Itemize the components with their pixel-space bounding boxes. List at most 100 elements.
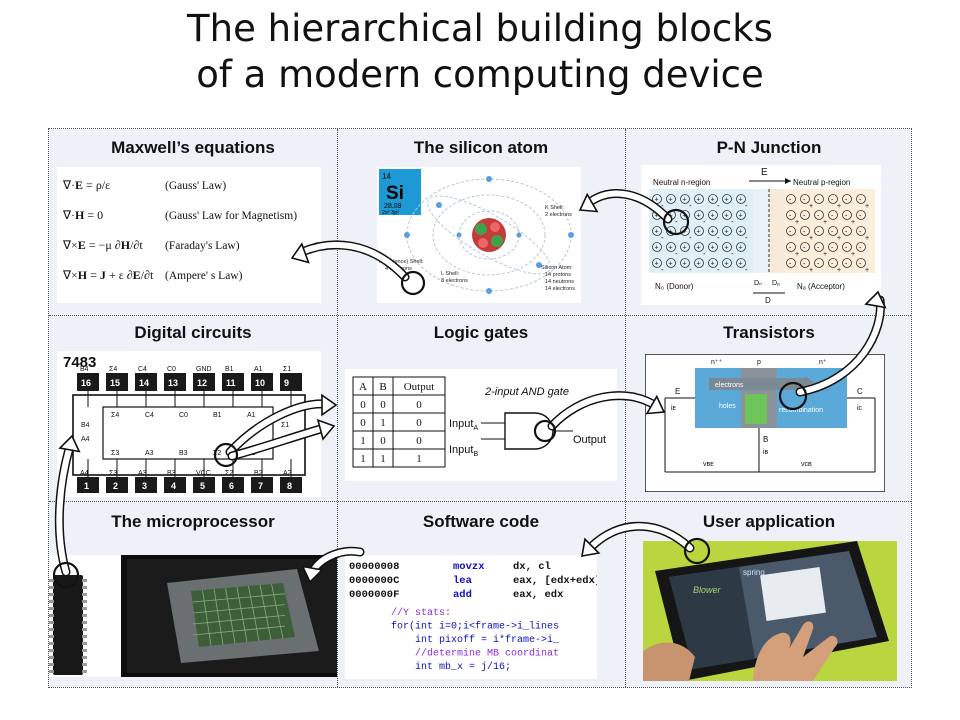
- donor-charge: +: [711, 261, 715, 268]
- donor-charge: +: [683, 229, 687, 236]
- acceptor-charge: -: [845, 229, 848, 236]
- free-hole: +: [837, 267, 841, 274]
- title-line-2: of a modern computing device: [196, 53, 764, 96]
- donor-charge: +: [739, 245, 743, 252]
- chip-pin-top: [280, 373, 302, 391]
- code-line: //determine MB coordinat: [391, 648, 559, 660]
- acceptor-ion: [786, 194, 796, 204]
- chip-pin-top-number: 12: [197, 378, 207, 388]
- acceptor-ion: [856, 242, 866, 252]
- gate-title: 2-input AND gate: [484, 386, 569, 398]
- truth-table-header: Output: [404, 381, 435, 393]
- acceptor-charge: -: [831, 245, 834, 252]
- depletion-n: [753, 189, 769, 273]
- chip-pin-top: [77, 373, 99, 391]
- eq-gauss: ∇·E = ρ/ε: [62, 178, 110, 192]
- donor-charge: +: [739, 261, 743, 268]
- truth-table-cell: 1: [380, 453, 386, 465]
- dip-leg: [82, 635, 87, 638]
- donor-ion: [680, 194, 690, 204]
- acceptor-charge: -: [817, 229, 820, 236]
- donor-charge: +: [725, 213, 729, 220]
- chip-pin-top-signal: B4: [80, 366, 89, 373]
- recombination-zone: [745, 394, 767, 424]
- acceptor-charge: -: [817, 197, 820, 204]
- acceptor-charge: -: [845, 197, 848, 204]
- chip-inner-top-signal: A1: [247, 412, 256, 419]
- chip-inner-bottom-signal: B2: [247, 450, 256, 457]
- ie-label: iᴇ: [671, 405, 677, 412]
- code-line: for(int i=0;i<frame->i_lines: [391, 621, 559, 633]
- dip-leg: [49, 586, 54, 589]
- asm-address: 0000000C: [349, 575, 400, 587]
- electrons: [404, 176, 574, 294]
- dn-label: Dₙ: [754, 280, 762, 287]
- donor-ion: [652, 242, 662, 252]
- law-faraday: (Faraday's Law): [165, 240, 240, 252]
- free-hole: +: [823, 219, 827, 226]
- atom-info-neutrons: 14 neutrons: [545, 279, 574, 285]
- chip-pin-top: [106, 373, 128, 391]
- chip-inner-bottom-signal: Σ2: [213, 450, 221, 457]
- asm-operands: dx, cl: [513, 561, 551, 573]
- silicon-atom-panel: 14 Si 28.09 2s² 3p²: [377, 167, 581, 303]
- acceptor-ion: [828, 210, 838, 220]
- law-gauss-magnetism: (Gauss' Law for Magnetism): [165, 210, 297, 222]
- label-user-application: User application: [702, 512, 836, 531]
- chip-pin-bottom-number: 3: [142, 481, 147, 491]
- chip-pin-top-signal: Σ1: [283, 366, 291, 373]
- donor-charge: +: [697, 261, 701, 268]
- dip-leg: [49, 593, 54, 596]
- dip-leg: [82, 656, 87, 659]
- slide-title: The hierarchical building blocks of a mo…: [0, 6, 960, 98]
- app-screen-text: spring: [743, 568, 765, 577]
- acceptor-charge: -: [789, 213, 792, 220]
- label-silicon-atom: The silicon atom: [413, 138, 549, 157]
- p-region: [785, 189, 875, 273]
- eq-gauss-magnetism: ∇·H = 0: [62, 208, 103, 222]
- truth-table-header: B: [379, 381, 386, 393]
- chip-pin-top-number: 13: [168, 378, 178, 388]
- donor-label: N₀ (Donor): [655, 282, 694, 291]
- acceptor-ion: [786, 210, 796, 220]
- acceptor-charge: -: [789, 229, 792, 236]
- donor-ion: [736, 226, 746, 236]
- chip-inner-top-signal: C0: [179, 412, 188, 419]
- chip-inner-left-signal: A4: [81, 436, 90, 443]
- app-window: [760, 567, 826, 621]
- donor-charge: +: [711, 197, 715, 204]
- donor-charge: +: [655, 229, 659, 236]
- donor-ion: [736, 210, 746, 220]
- donor-charge: +: [697, 197, 701, 204]
- donor-ion: [708, 210, 718, 220]
- chip-pin-bottom-signal: Σ3: [109, 470, 117, 477]
- dip-leg: [49, 649, 54, 652]
- chip-pin-top: [193, 373, 215, 391]
- chip-inner-bottom-signal: Σ3: [111, 450, 119, 457]
- dip-leg: [49, 670, 54, 673]
- acceptor-ion: [828, 242, 838, 252]
- donor-charge: +: [655, 261, 659, 268]
- acceptor-label: Nₐ (Acceptor): [797, 282, 845, 291]
- chip-pin-bottom-signal: B2: [254, 470, 263, 477]
- chip-number: 7483: [63, 354, 96, 371]
- donor-charge: +: [697, 229, 701, 236]
- acceptor-ion: [856, 258, 866, 268]
- truth-table-cell: 0: [416, 417, 422, 429]
- chip-pin-bottom: [164, 477, 186, 493]
- donor-charge: +: [711, 213, 715, 220]
- acceptor-ion: [800, 258, 810, 268]
- acceptor-ion: [786, 242, 796, 252]
- acceptor-charge: -: [817, 245, 820, 252]
- acceptor-charge: -: [789, 261, 792, 268]
- chip-pin-bottom: [135, 477, 157, 493]
- input-b-label: InputB: [449, 444, 478, 458]
- free-electron: -: [745, 233, 748, 242]
- free-electron: -: [717, 201, 720, 210]
- asm-opcode: add: [453, 589, 472, 601]
- dip-leg: [82, 621, 87, 624]
- code-line: int mb_x = j/16;: [391, 661, 511, 673]
- donor-ion: [694, 194, 704, 204]
- chip-pin-bottom-number: 5: [200, 481, 205, 491]
- building-blocks-grid: Maxwell’s equations The silicon atom P-N…: [48, 128, 912, 688]
